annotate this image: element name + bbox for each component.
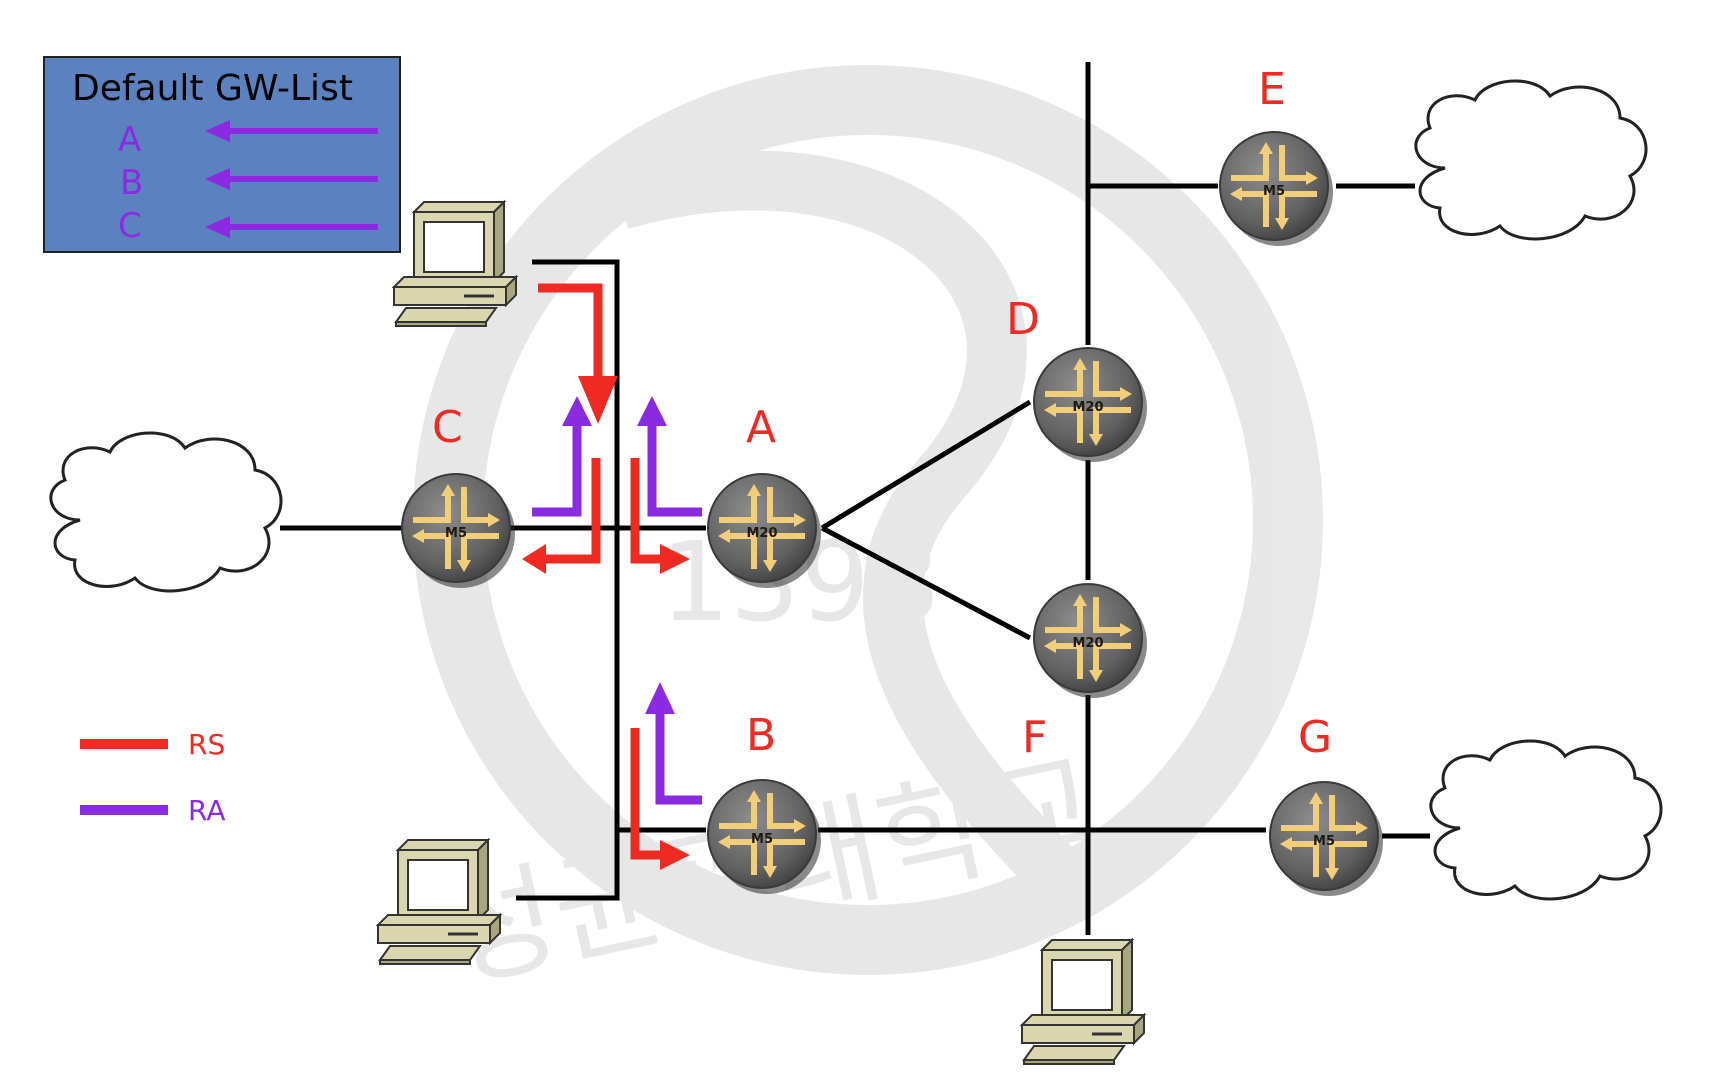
label-router-c: C <box>432 402 463 453</box>
label-router-a: A <box>746 402 776 453</box>
link-pc-bottom <box>516 820 620 901</box>
gw-entry-b: B <box>120 163 143 203</box>
router-g: M5 <box>1270 782 1383 896</box>
link-a-f <box>820 525 1032 641</box>
ra-arrow-from-a <box>637 396 702 517</box>
gw-entry-c: C <box>118 206 142 246</box>
gw-entry-a: A <box>118 120 141 160</box>
computer-bottom-center <box>1020 938 1146 1066</box>
router-f-model: M20 <box>1072 636 1103 651</box>
legend-ra-label: RA <box>188 794 225 827</box>
watermark: 1398 성균관대학교 <box>413 65 1323 1007</box>
router-e-model: M5 <box>1263 184 1285 199</box>
label-router-e: E <box>1258 64 1286 115</box>
router-c: M5 <box>402 474 515 588</box>
router-b: M5 <box>708 780 821 894</box>
router-d: M20 <box>1034 348 1147 462</box>
link-pc-top <box>532 259 620 830</box>
gw-entry-arrows <box>205 120 378 238</box>
ra-arrow-from-b <box>645 682 702 805</box>
router-e: M5 <box>1220 132 1333 246</box>
router-b-model: M5 <box>751 832 773 847</box>
ra-arrow-from-c <box>532 396 592 517</box>
router-a-model: M20 <box>746 526 777 541</box>
link-a-d <box>820 399 1032 531</box>
gw-list-box: Default GW-List A B C <box>43 56 401 253</box>
cloud-left <box>49 431 283 593</box>
legend: RS RA <box>80 728 225 827</box>
cloud-bottom-right <box>1429 739 1663 901</box>
ra-arrows <box>532 396 702 805</box>
router-d-model: M20 <box>1072 400 1103 415</box>
rs-arrow-from-pc <box>538 283 618 424</box>
rs-arrow-to-a <box>630 458 690 574</box>
gw-list-title: Default GW-List <box>72 68 353 109</box>
router-c-model: M5 <box>445 526 467 541</box>
rs-arrows <box>522 283 690 870</box>
label-router-g: G <box>1298 712 1332 763</box>
rs-arrow-to-b <box>630 728 690 870</box>
router-a: M20 <box>708 474 821 588</box>
label-router-f: F <box>1022 712 1047 763</box>
legend-rs-label: RS <box>188 728 225 761</box>
label-router-d: D <box>1006 294 1040 345</box>
label-router-b: B <box>746 710 776 761</box>
router-g-model: M5 <box>1313 834 1335 849</box>
rs-arrow-to-c <box>522 458 601 574</box>
cloud-top-right <box>1414 79 1648 241</box>
router-f: M20 <box>1034 584 1147 698</box>
